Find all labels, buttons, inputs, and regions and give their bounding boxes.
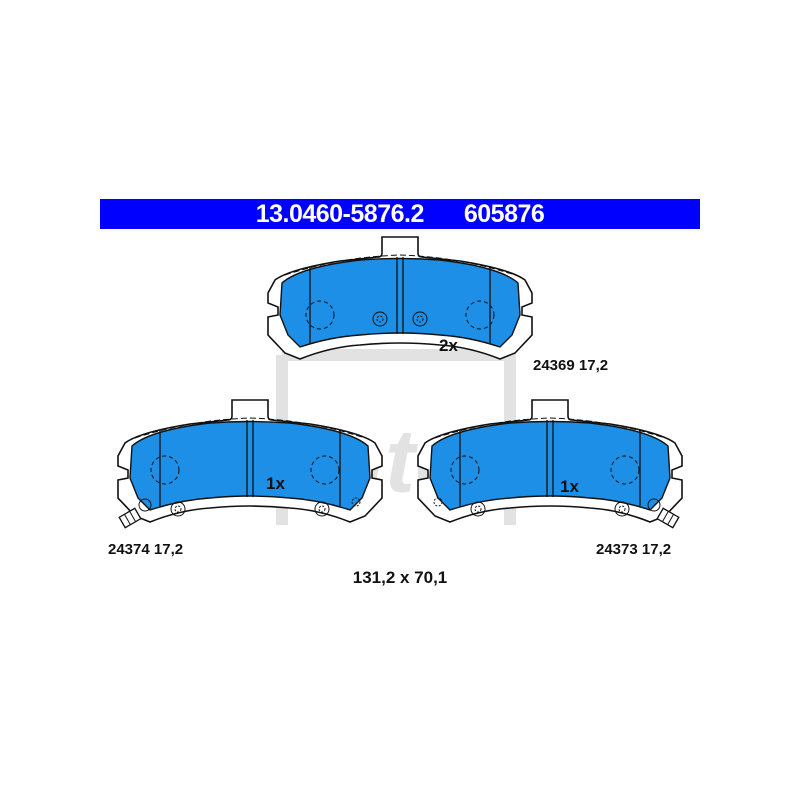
header-bar: 13.0460-5876.2 605876 — [100, 199, 700, 229]
pad-bottom-left — [117, 399, 383, 529]
pad-dimensions: 131,2 x 70,1 — [352, 568, 448, 587]
pad-top — [267, 236, 533, 360]
pad-bottom-left-quantity: 1x — [266, 474, 285, 493]
pad-top-quantity: 2x — [439, 336, 458, 355]
wear-sensor-icon — [656, 507, 680, 529]
article-number: 605876 — [463, 200, 545, 228]
pad-bottom-left-label: 24374 17,2 — [108, 541, 184, 558]
pad-bottom-right — [417, 399, 683, 529]
part-number: 13.0460-5876.2 — [255, 200, 425, 228]
pad-bottom-right-label: 24373 17,2 — [596, 541, 672, 558]
wear-sensor-icon — [118, 507, 142, 529]
pad-top-label: 24369 17,2 — [533, 357, 609, 374]
pad-bottom-right-quantity: 1x — [560, 477, 579, 496]
